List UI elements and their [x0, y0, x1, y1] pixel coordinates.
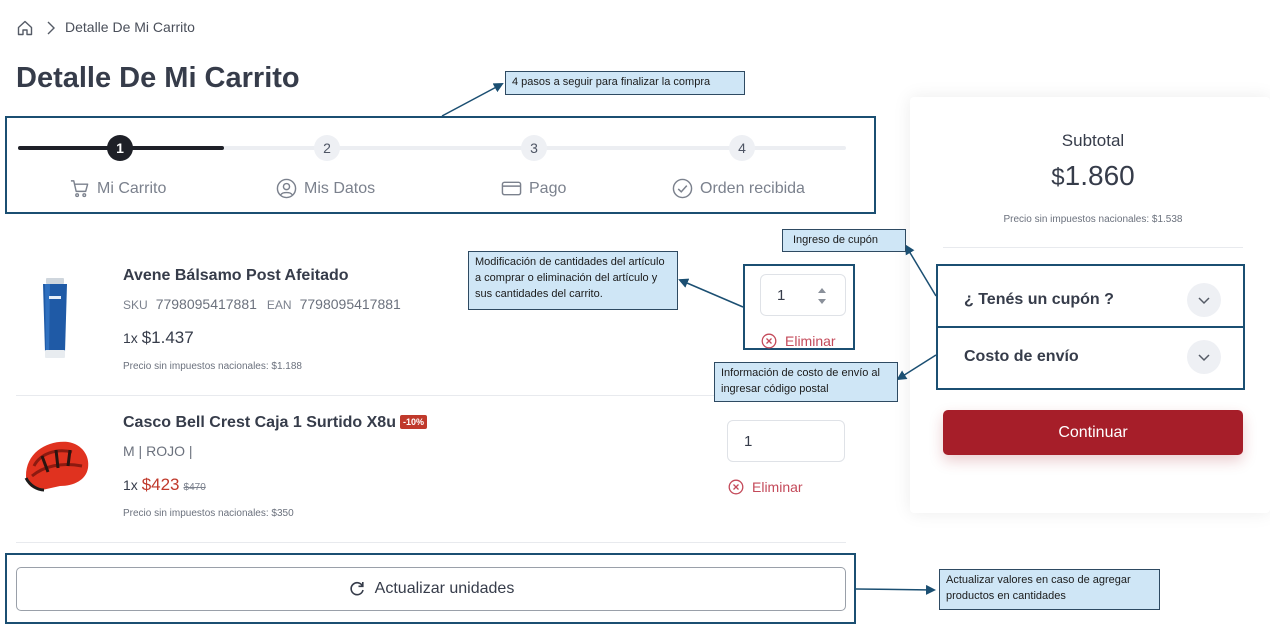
chevron-down-icon[interactable] — [1187, 340, 1221, 374]
annotation-quantities: Modificación de cantidades del artículo … — [468, 251, 678, 310]
shipping-accordion[interactable]: Costo de envío — [938, 328, 1243, 386]
qty-prefix: 1x — [123, 477, 138, 493]
step-4-number: 4 — [729, 135, 755, 161]
step-pago: Pago — [501, 178, 566, 199]
subtotal-amount: $1.860 — [910, 160, 1270, 192]
remove-circle-icon — [761, 333, 777, 349]
item-2-price: 1x $423$470 — [123, 475, 206, 495]
discount-badge: -10% — [399, 415, 427, 429]
remove-label: Eliminar — [752, 479, 803, 495]
annotation-shipping: Información de costo de envío al ingresa… — [714, 362, 898, 402]
annotation-steps: 4 pasos a seguir para finalizar la compr… — [505, 71, 745, 95]
remove-circle-icon — [728, 479, 744, 495]
step-1-number: 1 — [107, 135, 133, 161]
check-circle-icon — [672, 178, 693, 199]
old-price: $470 — [183, 482, 206, 493]
sku-value: 7798095417881 — [155, 296, 257, 312]
item-divider — [16, 395, 846, 396]
refresh-icon — [350, 581, 364, 596]
credit-card-icon — [501, 181, 522, 196]
coupon-accordion[interactable]: ¿ Tenés un cupón ? — [938, 271, 1243, 329]
stepper-annotation-frame — [5, 116, 876, 214]
summary-annotation-divider — [936, 326, 1245, 328]
step-2-label: Mis Datos — [304, 179, 376, 197]
step-orden-recibida: Orden recibida — [672, 178, 805, 199]
item-1-tax-note: Precio sin impuestos nacionales: $1.188 — [123, 361, 302, 372]
shipping-label: Costo de envío — [964, 348, 1079, 365]
step-3-label: Pago — [529, 179, 567, 197]
subtotal-tax-note: Precio sin impuestos nacionales: $1.538 — [1003, 214, 1183, 225]
item-1-quantity-stepper[interactable]: 1 — [760, 274, 846, 316]
item-1-name[interactable]: Avene Bálsamo Post Afeitado — [123, 267, 349, 284]
quantity-value: 1 — [777, 286, 786, 304]
step-2-number: 2 — [314, 135, 340, 161]
step-3-number: 3 — [521, 135, 547, 161]
chevron-down-icon[interactable] — [1187, 283, 1221, 317]
annotation-coupon: Ingreso de cupón — [782, 229, 906, 252]
step-mi-carrito: Mi Carrito — [69, 178, 166, 199]
subtotal-value: 1.860 — [1064, 160, 1135, 191]
item-1-price: 1x $1.437 — [123, 328, 194, 348]
price-value: 1.437 — [151, 328, 194, 347]
cart-icon — [70, 180, 89, 198]
page-title: Detalle De Mi Carrito — [16, 62, 300, 94]
currency-symbol: $ — [141, 328, 152, 347]
ean-label: EAN — [266, 298, 292, 312]
home-icon[interactable] — [16, 19, 34, 37]
breadcrumb-current[interactable]: Detalle De Mi Carrito — [65, 19, 195, 35]
product-image-casco[interactable] — [22, 436, 92, 494]
remove-label: Eliminar — [785, 333, 836, 349]
update-units-button[interactable]: Actualizar unidades — [16, 567, 846, 611]
ean-value: 7798095417881 — [299, 296, 401, 312]
continue-button[interactable]: Continuar — [943, 410, 1243, 455]
sku-label: SKU — [123, 298, 148, 312]
subtotal-label: Subtotal — [1061, 131, 1125, 150]
user-circle-icon — [276, 178, 297, 199]
step-1-label: Mi Carrito — [97, 179, 167, 197]
item-2-tax-note: Precio sin impuestos nacionales: $350 — [123, 508, 294, 519]
update-units-label: Actualizar unidades — [374, 580, 515, 597]
item-2-variant: M | ROJO | — [123, 443, 193, 459]
item-2-quantity-input[interactable]: 1 — [727, 420, 845, 462]
product-image-avene[interactable] — [36, 276, 74, 360]
update-annotation-frame — [5, 553, 856, 624]
stepper-arrows-icon[interactable] — [817, 284, 827, 308]
step-4-label: Orden recibida — [700, 179, 805, 197]
quantity-value: 1 — [744, 432, 753, 450]
item-1-remove-button[interactable]: Eliminar — [761, 333, 836, 349]
item-1-codes: SKU 7798095417881 EAN 7798095417881 — [123, 296, 411, 312]
subtotal-currency: $ — [1051, 164, 1065, 191]
qty-prefix: 1x — [123, 330, 138, 346]
quantity-annotation-frame — [743, 264, 855, 350]
coupon-label: ¿ Tenés un cupón ? — [964, 291, 1114, 308]
step-mis-datos: Mis Datos — [276, 178, 375, 199]
summary-divider — [943, 247, 1243, 248]
chevron-right-icon — [47, 21, 55, 35]
annotation-update: Actualizar valores en caso de agregar pr… — [939, 569, 1160, 610]
price-value: $423 — [141, 475, 180, 494]
stepper-track — [18, 146, 846, 150]
item-2-name[interactable]: Casco Bell Crest Caja 1 Surtido X8u — [123, 414, 396, 431]
item-2-remove-button[interactable]: Eliminar — [728, 479, 803, 495]
item-divider — [16, 542, 846, 543]
item-2-name-row: Casco Bell Crest Caja 1 Surtido X8u-10% — [123, 414, 427, 432]
